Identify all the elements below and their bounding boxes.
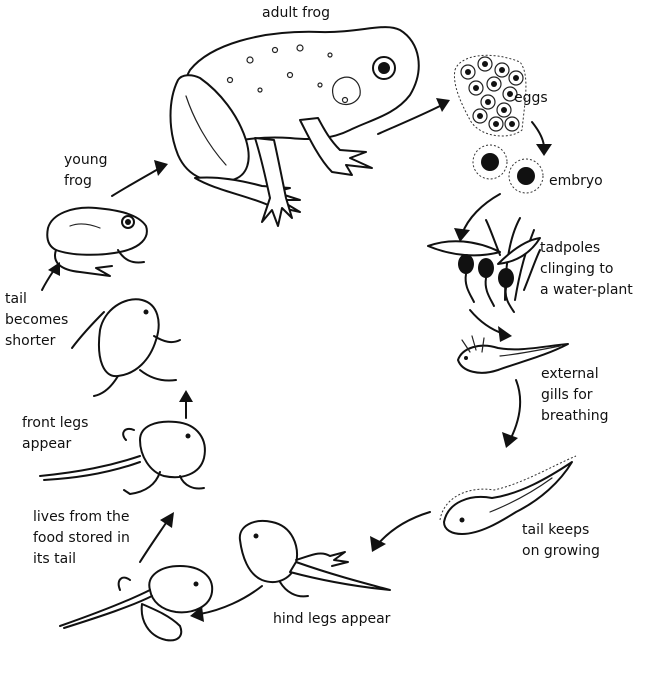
froglet-shortening-tail-drawing [71,298,181,397]
embryo-drawing [472,144,544,194]
adult-frog-drawing [169,26,420,227]
label-eggs: eggs [514,90,548,106]
label-tadpoles-clinging: tadpoles clinging to a water-plant [540,240,633,298]
eggs-drawing [453,54,527,137]
tadpoles-on-plant-drawing [427,217,541,313]
label-external-gills: external gills for breathing [541,366,609,424]
label-embryo: embryo [549,173,603,189]
label-tail-keeps-growing: tail keeps on growing [522,522,600,559]
label-adult-frog: adult frog [262,5,330,21]
tadpole-stored-food-drawing [59,565,214,642]
label-young-frog: young frog [64,152,108,189]
cycle-arrows [41,98,552,622]
tadpole-front-legs-drawing [39,420,206,495]
label-front-legs-appear: front legs appear [22,415,89,452]
label-hind-legs-appear: hind legs appear [273,611,391,627]
tadpole-growing-tail-drawing [439,455,577,535]
label-tail-becomes-shorter: tail becomes shorter [5,291,69,349]
tadpole-external-gills-drawing [457,335,569,374]
tadpole-hind-legs-drawing [238,520,391,598]
young-frog-drawing [46,206,148,277]
label-lives-from-food: lives from the food stored in its tail [33,509,130,567]
